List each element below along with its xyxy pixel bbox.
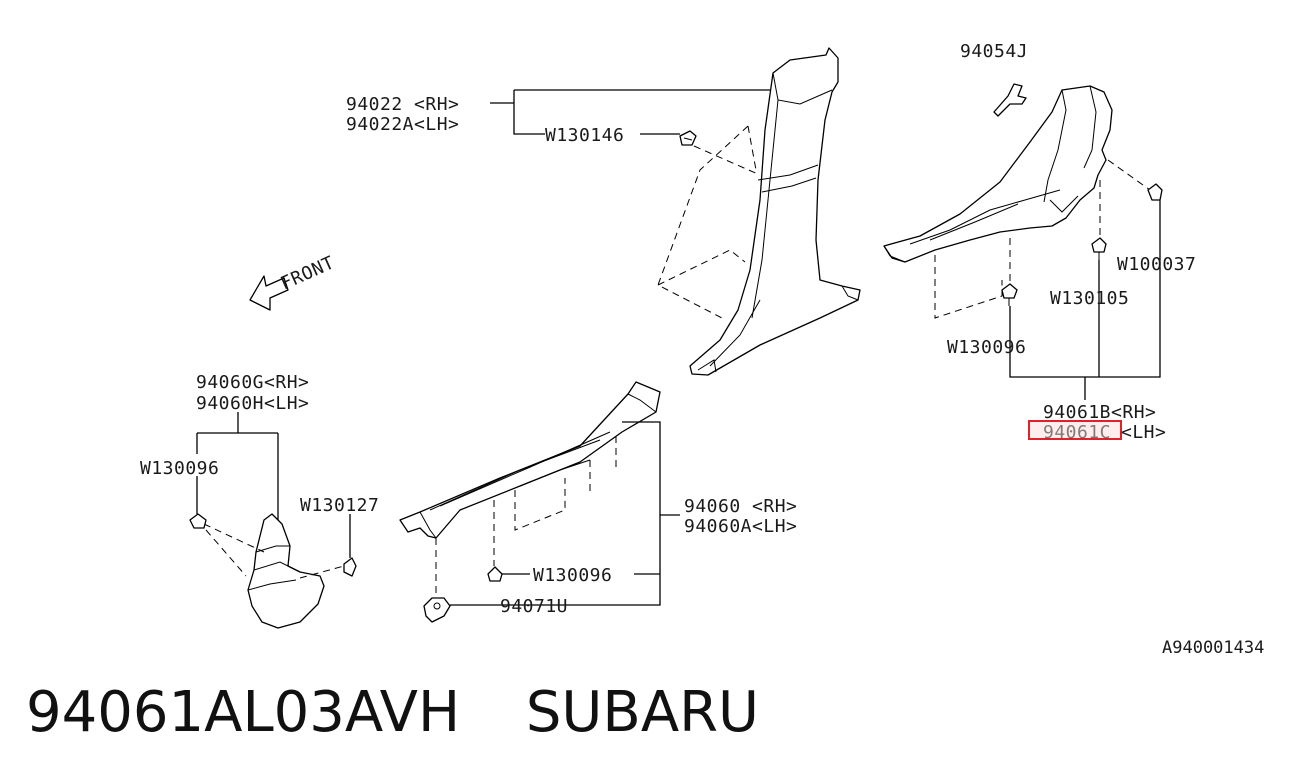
label-94071u: 94071U bbox=[500, 596, 568, 617]
clip-w130146-icon bbox=[679, 130, 697, 146]
rear-sill-clip-guides bbox=[934, 159, 1151, 319]
label-w130096-center: W130096 bbox=[533, 565, 612, 586]
label-w130105: W130105 bbox=[1050, 288, 1129, 309]
kick-panel-clip-guides bbox=[203, 523, 345, 579]
part-number: 94061AL03AVH bbox=[26, 680, 461, 745]
diagram-reference-id: A940001434 bbox=[1162, 638, 1264, 658]
label-94022-rh: 94022 <RH> bbox=[346, 94, 459, 115]
clip-w100037-icon bbox=[1147, 183, 1163, 201]
hook-94054j-icon bbox=[993, 83, 1027, 117]
label-94060-rh: 94060 <RH> bbox=[684, 496, 797, 517]
part-caption: 94061AL03AVH SUBARU bbox=[26, 680, 759, 745]
label-94060a-lh: 94060A<LH> bbox=[684, 516, 797, 537]
clip-94071u-icon bbox=[423, 597, 451, 623]
clip-w130105-icon bbox=[1091, 237, 1107, 260]
label-94061b-rh: 94061B<RH> bbox=[1043, 402, 1156, 423]
label-94054j: 94054J bbox=[960, 41, 1028, 62]
label-94022a-lh: 94022A<LH> bbox=[346, 114, 459, 135]
label-94061c-code: 94061C bbox=[1043, 422, 1111, 443]
leader-94060g bbox=[196, 412, 351, 558]
pillar-clip-guides bbox=[657, 125, 761, 319]
leader-94061 bbox=[1009, 200, 1161, 400]
front-arrow-icon bbox=[249, 275, 289, 311]
clip-w130096-center-icon bbox=[487, 566, 503, 582]
label-w130096-right: W130096 bbox=[947, 337, 1026, 358]
label-w100037: W100037 bbox=[1117, 254, 1196, 275]
label-94061c-lh: <LH> bbox=[1121, 422, 1166, 443]
clip-w130096-left-icon bbox=[189, 513, 207, 529]
label-w130146: W130146 bbox=[545, 125, 624, 146]
label-94060g-rh: 94060G<RH> bbox=[196, 372, 309, 393]
leader-94060 bbox=[450, 421, 680, 606]
label-w130096-left: W130096 bbox=[140, 458, 219, 479]
highlight-box bbox=[1028, 420, 1122, 440]
front-sill-clip-guides bbox=[435, 436, 617, 600]
front-sill-plate-part bbox=[399, 381, 661, 539]
label-front: FRONT bbox=[277, 252, 337, 294]
leader-94022 bbox=[490, 89, 770, 135]
rear-sill-trim-part bbox=[883, 85, 1113, 263]
brand-name: SUBARU bbox=[525, 680, 760, 745]
pillar-trim-part bbox=[689, 47, 861, 376]
clip-w130127-icon bbox=[343, 557, 357, 577]
clip-w130096-right-icon bbox=[1001, 283, 1018, 306]
label-94060h-lh: 94060H<LH> bbox=[196, 393, 309, 414]
kick-panel-part bbox=[247, 513, 325, 629]
label-w130127: W130127 bbox=[300, 495, 379, 516]
